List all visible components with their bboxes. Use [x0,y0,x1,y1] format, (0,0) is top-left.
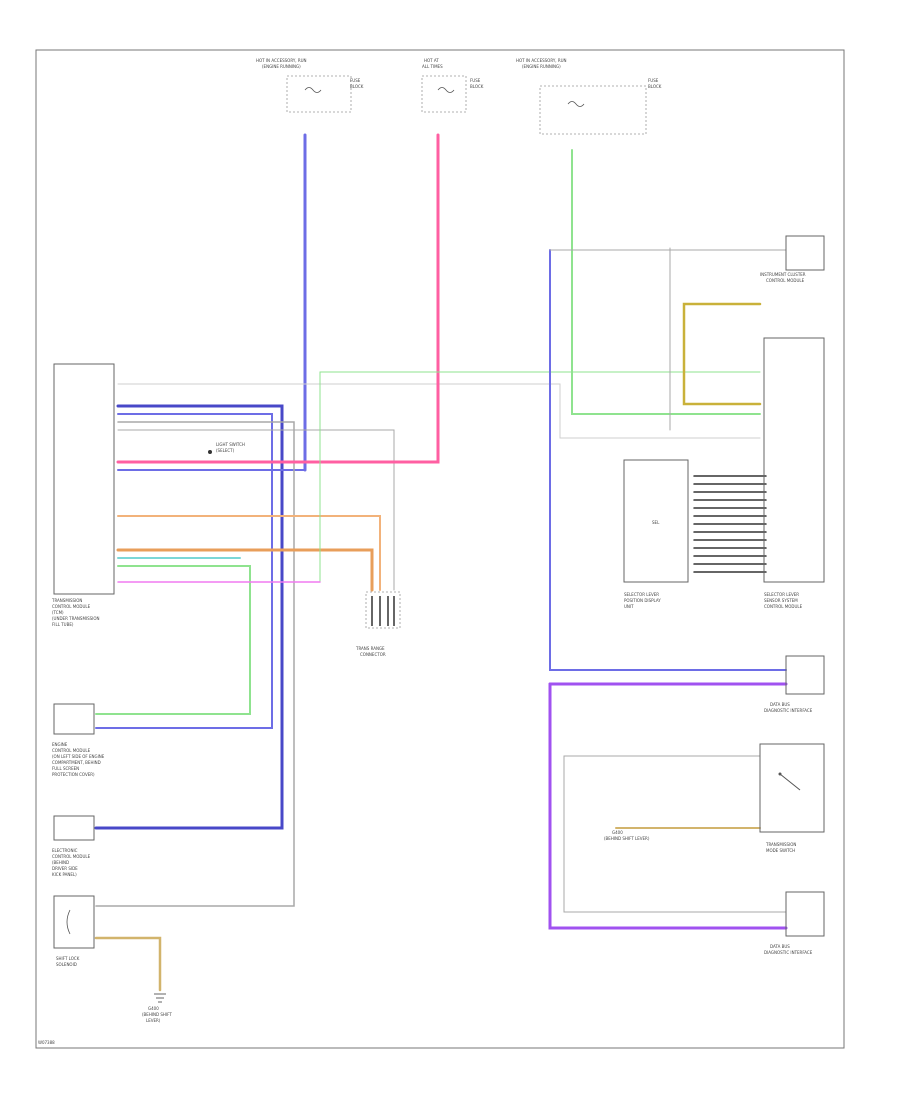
data-bus-interface-1: DATA BUS DIAGNOSTIC INTERFACE [764,655,825,713]
svg-text:SENSOR SYSTEM: SENSOR SYSTEM [764,598,798,603]
svg-text:PROTECTION COVER): PROTECTION COVER) [52,772,95,777]
instrument-cluster: INSTRUMENT CLUSTER CONTROL MODULE [760,235,825,283]
svg-text:SELECTOR LEVER: SELECTOR LEVER [764,592,799,597]
fuse-block-2: HOT AT ALL TIMES FUSE BLOCK [421,58,484,113]
wire-gray-right [563,755,787,913]
selector-lever-module [763,337,825,583]
svg-text:HOT IN ACCESSORY, RUN: HOT IN ACCESSORY, RUN [516,58,567,63]
wire-green-2 [571,149,761,415]
svg-text:BLOCK: BLOCK [350,84,364,89]
svg-text:DATA BUS: DATA BUS [770,944,790,949]
wire-purple [548,682,788,930]
wire-blue-tcm-1 [94,404,284,830]
svg-text:TRANSMISSION: TRANSMISSION [765,842,796,847]
svg-text:(TCM): (TCM) [52,610,64,615]
svg-text:(UNDER TRANSMISSION: (UNDER TRANSMISSION [52,616,100,621]
shift-lock-solenoid: SHIFT LOCK SOLENOID [53,895,95,967]
svg-text:FILL TUBE): FILL TUBE) [52,622,74,627]
wire-green [95,565,251,715]
svg-text:CONTROL MODULE: CONTROL MODULE [52,854,91,859]
wire-gray-2 [117,429,395,591]
trans-range-connector: TRANS RANGE CONNECTOR [355,591,401,657]
svg-text:ELECTRONIC: ELECTRONIC [52,848,78,853]
svg-text:TRANS RANGE: TRANS RANGE [355,646,385,651]
svg-text:CONTROL MODULE: CONTROL MODULE [52,604,91,609]
svg-text:POSITION DISPLAY: POSITION DISPLAY [624,598,661,603]
wire-gray-3 [117,383,761,439]
diagram-frame [35,49,845,1049]
svg-text:G400: G400 [612,830,623,835]
wire-pink [116,133,440,464]
svg-text:HOT IN ACCESSORY, RUN: HOT IN ACCESSORY, RUN [256,58,307,63]
svg-text:SELECTOR LEVER: SELECTOR LEVER [624,592,659,597]
svg-text:DIAGNOSTIC INTERFACE: DIAGNOSTIC INTERFACE [764,950,813,955]
svg-text:LIGHT SWITCH: LIGHT SWITCH [216,442,245,447]
svg-text:CONTROL MODULE: CONTROL MODULE [764,604,803,609]
svg-text:(ENGINE RUNNING): (ENGINE RUNNING) [262,64,301,69]
svg-text:TRANSMISSION: TRANSMISSION [51,598,82,603]
ground-g400-left: G400 (BEHIND SHIFT LEVER) [142,993,172,1023]
data-bus-interface-2: DATA BUS DIAGNOSTIC INTERFACE [764,891,825,955]
tcm-module: TRANSMISSION CONTROL MODULE (TCM) (UNDER… [51,363,115,627]
svg-text:(BEHIND SHIFT LEVER): (BEHIND SHIFT LEVER) [604,836,650,841]
wire-olive [682,302,762,406]
svg-text:DATA BUS: DATA BUS [770,702,790,707]
svg-text:SOLENOID: SOLENOID [56,962,77,967]
ground-g400-right: G400 (BEHIND SHIFT LEVER) [604,830,650,841]
wire-gray-tcm [95,421,295,907]
svg-text:(ON LEFT SIDE OF ENGINE: (ON LEFT SIDE OF ENGINE [52,754,105,759]
svg-text:LEVER): LEVER) [146,1018,161,1023]
svg-text:FUSE: FUSE [470,78,481,83]
svg-text:DIAGNOSTIC INTERFACE: DIAGNOSTIC INTERFACE [764,708,813,713]
svg-text:DRIVER SIDE: DRIVER SIDE [52,866,78,871]
svg-text:(BEHIND SHIFT: (BEHIND SHIFT [142,1012,172,1017]
svg-text:SEL: SEL [652,520,660,525]
svg-text:BLOCK: BLOCK [470,84,484,89]
svg-text:BLOCK: BLOCK [648,84,662,89]
svg-text:UNIT: UNIT [624,604,634,609]
wire-blue-tcm-2 [95,413,273,729]
svg-text:SHIFT LOCK: SHIFT LOCK [56,956,80,961]
svg-text:ALL TIMES: ALL TIMES [422,64,443,69]
wire-orange-1 [117,515,381,591]
wire-ground-left [94,936,162,992]
svg-text:(BEHIND: (BEHIND [52,860,69,865]
svg-text:(ENGINE RUNNING): (ENGINE RUNNING) [522,64,561,69]
transmission-mode-switch: TRANSMISSION MODE SWITCH [759,743,825,853]
svg-text:KICK PANEL): KICK PANEL) [52,872,77,877]
relay-symbol: LIGHT SWITCH (SELECT) [208,442,245,454]
svg-text:(SELECT): (SELECT) [216,448,235,453]
svg-text:FULL SCREEN: FULL SCREEN [52,766,79,771]
selector-lever-display: SEL SELECTOR LEVER POSITION DISPLAY UNIT… [623,459,803,609]
svg-text:CONNECTOR: CONNECTOR [360,652,386,657]
wire-blue-right [549,249,787,671]
svg-text:INSTRUMENT CLUSTER: INSTRUMENT CLUSTER [760,272,806,277]
fuse-block-1: HOT IN ACCESSORY, RUN (ENGINE RUNNING) F… [256,58,364,113]
svg-text:CONTROL MODULE: CONTROL MODULE [766,278,805,283]
selector-harness [693,475,767,573]
wires [94,133,788,992]
ecm-module: ENGINE CONTROL MODULE (ON LEFT SIDE OF E… [52,703,105,777]
svg-text:MODE SWITCH: MODE SWITCH [766,848,795,853]
fuse-block-3: HOT IN ACCESSORY, RUN (ENGINE RUNNING) F… [516,58,662,135]
wire-orange-2 [116,548,374,592]
svg-text:COMPARTMENT, BEHIND: COMPARTMENT, BEHIND [52,760,101,765]
svg-text:CONTROL MODULE: CONTROL MODULE [52,748,91,753]
svg-text:HOT AT: HOT AT [424,58,439,63]
svg-text:FUSE: FUSE [648,78,659,83]
wire-green-3 [319,371,761,583]
svg-text:ENGINE: ENGINE [52,742,68,747]
svg-text:FUSE: FUSE [350,78,361,83]
svg-text:G400: G400 [148,1006,159,1011]
footer-code: W07388 [38,1040,55,1045]
electronic-module: ELECTRONIC CONTROL MODULE (BEHIND DRIVER… [52,815,95,877]
